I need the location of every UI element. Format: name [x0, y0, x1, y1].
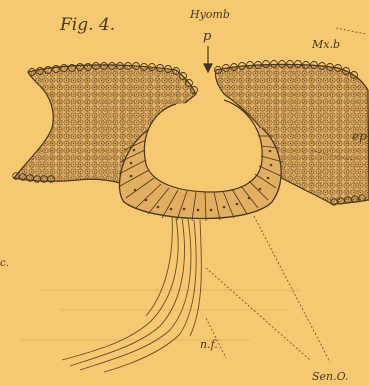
background-ghost-lines [20, 290, 300, 340]
label-ep: ep [352, 129, 367, 143]
label-mxb: Mx.b [311, 38, 340, 51]
label-hyomb: Hyomb [189, 8, 230, 21]
label-c: c. [0, 258, 9, 269]
nerve-fibre-bundle [62, 216, 201, 372]
label-seno: Sen.O. [312, 370, 349, 383]
label-nf: n.f. [200, 338, 218, 351]
figure-title: Fig. 4. [59, 15, 115, 35]
arrow-p [204, 46, 212, 72]
label-p: p [203, 29, 212, 44]
